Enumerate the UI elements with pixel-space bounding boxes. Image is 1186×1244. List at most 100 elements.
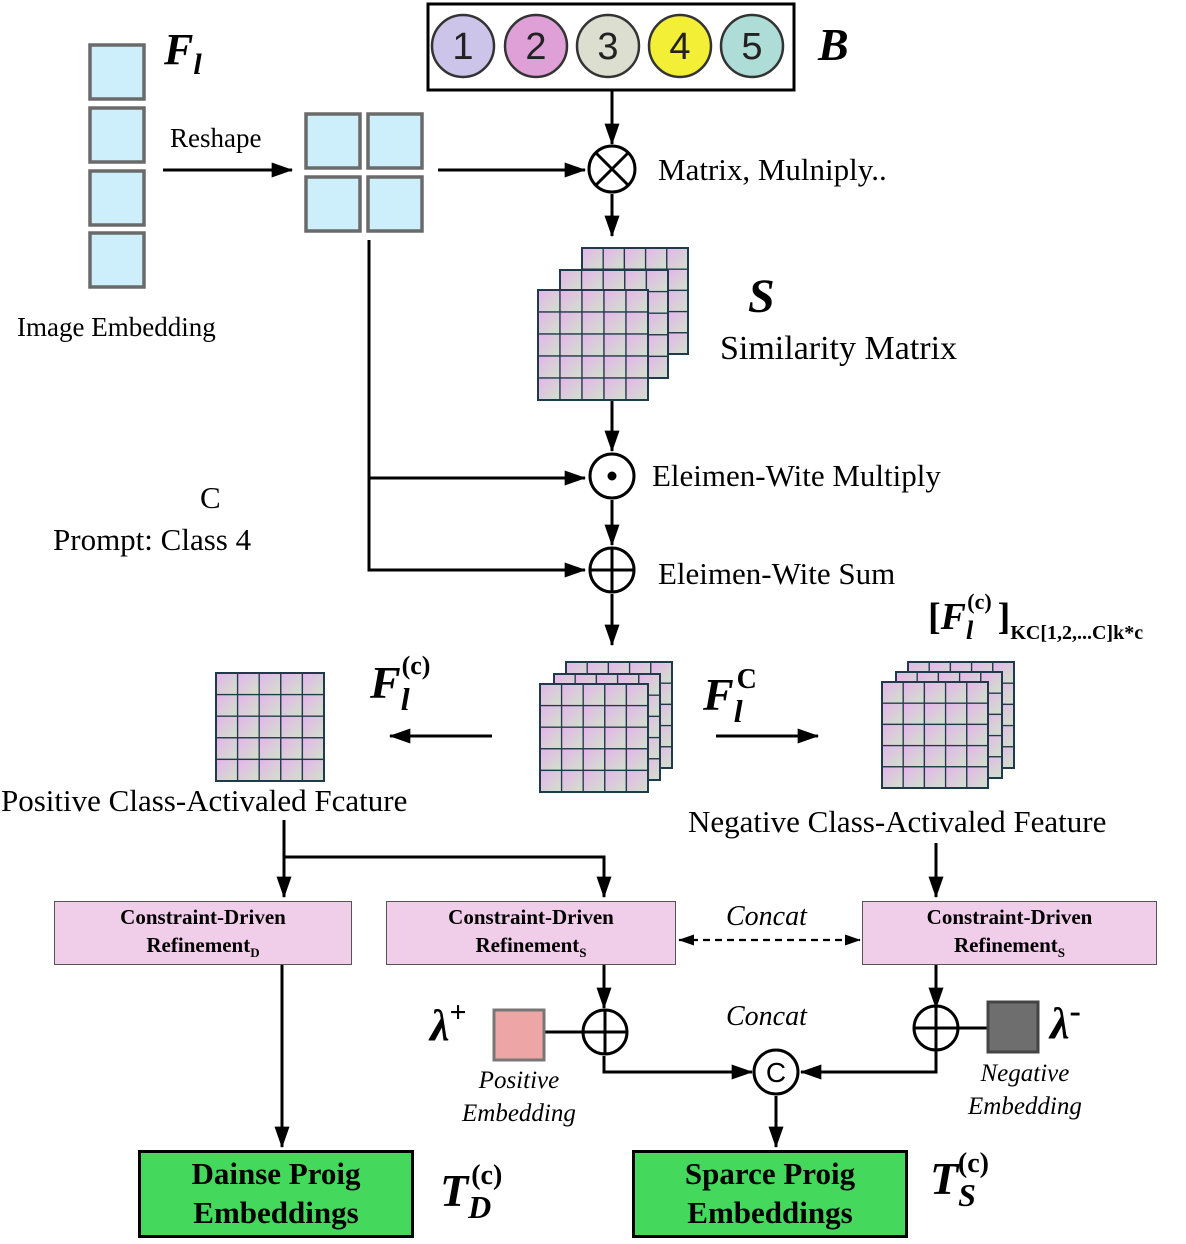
prompt-class-letter: C [200, 480, 221, 515]
grid-cell [603, 311, 627, 335]
grid-cell [902, 681, 926, 704]
grid-cell [581, 377, 605, 401]
lambda-positive-symbol: λ+ [430, 996, 467, 1050]
sparse-prompt-embeddings-box: Sparce Proig Embeddings [632, 1150, 908, 1238]
grid-cell [644, 247, 668, 270]
grid-cell [539, 748, 563, 772]
grid-cell [280, 715, 304, 739]
concat-operator: C [752, 1048, 800, 1096]
matrix-multiply-label: Matrix, Mulniply.. [658, 152, 887, 187]
positive-feature-grid [215, 672, 325, 782]
sparse-refinement-positive-box: Constraint-Driven RefinementS [386, 901, 676, 965]
grid-cell [645, 290, 669, 314]
negative-feature-symbol: [Fl(c)]KC[1,2,...C]k*c [928, 589, 1144, 645]
grid-cell [624, 269, 648, 293]
grid-cell [666, 289, 689, 313]
positive-embedding-square [492, 1008, 546, 1062]
grid-cell [645, 355, 669, 379]
grid-cell [537, 311, 561, 335]
grid-cell [881, 702, 904, 726]
grid-cell [902, 702, 926, 726]
elementwise-sum-label: Eleimen-Wite Sum [658, 556, 896, 591]
grid-cell [215, 737, 239, 761]
positive-to-sparse-arrow [284, 855, 612, 899]
grid-cell [902, 723, 926, 747]
grid-cell [582, 748, 606, 772]
svg-text:C: C [766, 1057, 786, 1088]
embedding-cell [366, 112, 424, 170]
class-token-label: 2 [525, 26, 546, 68]
grid-cell [258, 693, 282, 717]
grid-cell [215, 758, 239, 782]
grid-cell [559, 269, 583, 293]
grid-cell [280, 693, 304, 717]
class-token-1: 1 [430, 13, 496, 79]
negative-embedding-square [986, 1000, 1040, 1054]
grid-cell [560, 704, 584, 728]
class-token-4: 4 [647, 13, 713, 79]
grid-cell [581, 311, 605, 335]
grid-cell [604, 769, 628, 793]
class-token-3: 3 [575, 13, 641, 79]
grid-cell [923, 766, 947, 789]
grid-cell [666, 268, 689, 292]
grid-cell [537, 355, 561, 379]
grid-cell [666, 247, 689, 270]
grid-cell [944, 681, 968, 704]
grid-cell [560, 683, 584, 707]
grid-cell [625, 333, 649, 357]
grid-cell [944, 744, 968, 768]
grid-cell [539, 704, 563, 728]
grid-cell [301, 693, 325, 717]
grid-cell [604, 748, 628, 772]
grid-cell [215, 715, 239, 739]
grid-cell [645, 312, 669, 336]
grid-cell [559, 355, 583, 379]
grid-cell [581, 333, 605, 357]
reshaped-embedding [304, 112, 424, 233]
grid-cell [603, 355, 627, 379]
grid-cell [559, 289, 583, 313]
grid-cell [582, 726, 606, 750]
grid-cell [582, 704, 606, 728]
grid-cell [537, 289, 561, 313]
grid-cell [582, 683, 606, 707]
similarity-symbol: S [748, 270, 775, 323]
grid-cell [602, 247, 626, 270]
grid-cell [580, 269, 604, 293]
grid-cell [280, 737, 304, 761]
reshape-label: Reshape [170, 123, 262, 153]
grid-cell [623, 247, 647, 270]
elementwise-sum-operator [588, 546, 636, 594]
neg-add-to-concat-arrow [799, 1050, 938, 1080]
positive-add-operator [581, 1008, 629, 1056]
grid-cell [645, 334, 669, 358]
grid-cell [539, 769, 563, 793]
image-embedding-column [88, 43, 146, 289]
grid-cell [539, 683, 563, 707]
grid-cell [559, 333, 583, 357]
grid-cell [603, 377, 627, 401]
grid-cell [560, 748, 584, 772]
bank-symbol: B [818, 19, 849, 70]
grid-cell [881, 766, 904, 789]
positive-feature-symbol: Fl(c) [370, 651, 431, 717]
grid-cell [604, 704, 628, 728]
grid-cell [923, 744, 947, 768]
embedding-cell [88, 106, 146, 164]
concat-bottom-label: Concat [726, 1001, 807, 1032]
grid-cell [236, 672, 260, 696]
grid-cell [625, 726, 649, 750]
class-token-label: 1 [452, 26, 473, 68]
positive-embedding-label: Positive Embedding [462, 1067, 576, 1127]
matrix-multiply-operator [587, 144, 637, 194]
elementwise-multiply-operator [588, 452, 636, 500]
grid-cell [625, 769, 649, 793]
concat-top-label: Concat [726, 901, 807, 932]
dense-prompt-embeddings-box: Dainse Proig Embeddings [138, 1150, 414, 1238]
class-token-2: 2 [503, 13, 569, 79]
grid-cell [902, 766, 926, 789]
grid-cell [625, 748, 649, 772]
grid-cell [966, 681, 989, 704]
